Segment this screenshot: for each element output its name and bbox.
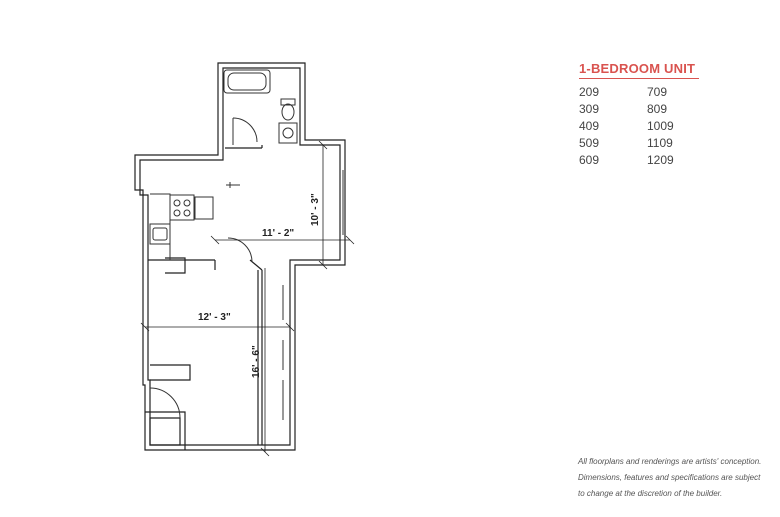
unit-number: 309 xyxy=(579,102,600,116)
unit-number: 1009 xyxy=(647,119,674,133)
stove xyxy=(169,194,195,221)
toilet xyxy=(280,98,296,121)
fridge-nook xyxy=(165,257,186,274)
entry-door-swing xyxy=(149,387,181,419)
title-rule xyxy=(579,78,699,79)
unit-number: 209 xyxy=(579,85,600,99)
unit-number: 1209 xyxy=(647,153,674,167)
unit-number: 709 xyxy=(647,85,668,99)
bath-wall xyxy=(225,145,263,149)
unit-number: 1109 xyxy=(647,136,673,150)
unit-number: 609 xyxy=(579,153,600,167)
unit-number: 509 xyxy=(579,136,600,150)
kitchen-divider xyxy=(148,259,216,270)
dimension-lines xyxy=(140,140,355,457)
living-depth-label: 16' - 6" xyxy=(251,345,262,378)
bedroom-wall xyxy=(257,270,263,445)
bathroom-sink xyxy=(278,122,298,144)
unit-number: 409 xyxy=(579,119,600,133)
disclaimer: All floorplans and renderings are artist… xyxy=(578,457,762,498)
kitchen-depth-label: 10' - 3" xyxy=(310,193,321,226)
floorplan: 11' - 2" 10' - 3" 12' - 3" 16' - 6" xyxy=(134,62,355,457)
bedroom-door-swing xyxy=(227,237,253,263)
living-width-label: 12' - 3" xyxy=(198,312,231,323)
bath-door-swing xyxy=(232,117,258,143)
windows xyxy=(282,170,344,420)
counter xyxy=(194,196,214,220)
entry-closet xyxy=(149,417,181,446)
kitchen-sink xyxy=(149,223,171,245)
kitchen-counter xyxy=(150,193,171,260)
outer-wall xyxy=(134,62,346,451)
kitchen-width-label: 11' - 2" xyxy=(262,228,294,239)
closet-rod xyxy=(226,182,240,188)
bathtub xyxy=(223,69,271,94)
closet-wall xyxy=(150,364,191,381)
entry-wall xyxy=(145,411,186,450)
unit-title: 1-BEDROOM UNIT xyxy=(579,61,696,76)
unit-number: 809 xyxy=(647,102,668,116)
